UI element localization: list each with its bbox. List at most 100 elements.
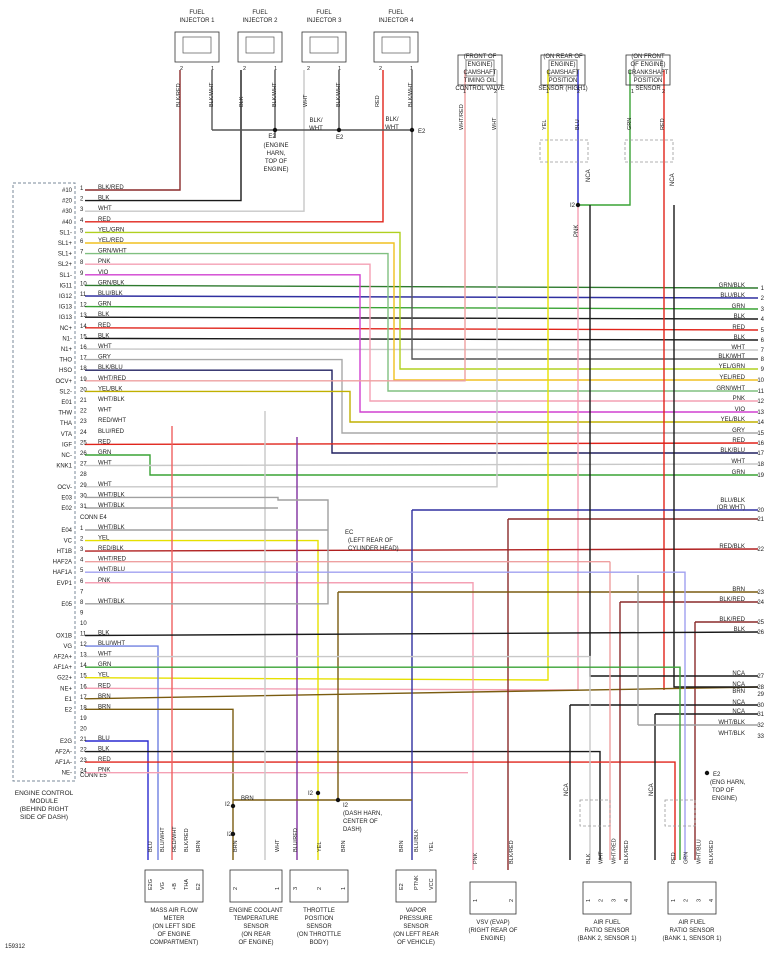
wire-cmp-yel [84,70,549,681]
top-component-label: FUEL [189,10,205,16]
right-label-num: 22 [757,547,764,553]
pin-wire-color: BLU/RED [293,828,299,852]
wire-ox1b [84,631,759,637]
right-label-num: 2 [761,296,765,302]
note-i2-a: I2 [225,802,231,808]
pin-wire-color: YEL [542,120,548,130]
wire-sl1-minus [85,231,758,370]
pin-label: 3 [293,887,299,890]
component-icon [381,36,411,54]
wire-vc [85,539,319,860]
right-label-wire: BLU/BLK [720,498,745,504]
ecm-e5-wire-color: BLU/WHT [98,641,125,647]
bottom-components-layer: E2GBLUVGBLU/WHT+BRED/WHTTHABLK/REDE2BRNM… [144,826,722,946]
ecm-e4-pin-num: 24 [80,430,87,436]
pin-wire-color: BLK [586,853,592,864]
right-label-wire: PNK [733,396,745,402]
pin-wire-color: WHT [599,851,605,864]
ecm-e4-pin-name: N1- [62,336,72,342]
pin-label: PTNK [414,875,420,890]
bottom-component-label: (ON REAR [241,932,271,938]
pin-wire-color: BLK/RED [509,840,515,864]
ecm-e4-pin-num: 22 [80,409,87,415]
pin-label: 4 [624,899,630,902]
bottom-component-label: SENSOR [243,924,269,930]
ecm-e4-pin-num: 31 [80,504,87,510]
component-box [237,31,283,63]
pin-label: 1 [341,887,347,890]
pin-number: 2 [577,89,580,95]
ecm-e4-pin-name: SL2+ [58,262,73,268]
note-nca-b: NCA [649,783,655,796]
top-component-label: FUEL [388,10,404,16]
note-nca-2: NCA [670,173,676,186]
right-label-num: 3 [761,307,765,313]
component-box [301,31,347,63]
ecm-e5-wire-color: WHT/RED [98,557,127,563]
ecm-e4-pin-name: NC- [61,453,72,459]
top-component-label: INJECTOR 3 [307,18,343,24]
wire-haf1a [85,571,686,860]
ecm-e5-pin-num: 3 [80,547,84,553]
top-component-label: CAMSHAFT [464,70,497,76]
bottom-component-label: BODY) [309,940,328,946]
shield-connector [664,799,696,827]
component-box [625,54,671,86]
pin-number: 2 [307,66,310,72]
wire-evp1 [85,582,474,870]
ecm-e4-pin-num: 8 [80,260,84,266]
top-component-label: INJECTOR 1 [180,18,216,24]
ecm-e5-pin-name: HT1B [57,549,72,555]
ecm-e4-wire-color: WHT/BLK [98,397,125,403]
wire-harness-right [84,316,759,320]
ecm-e4-pin-num: 20 [80,387,87,393]
pin-wire-color: RED [660,118,666,130]
right-label-wire: GRN [732,304,745,310]
ecm-e4-wire-color: GRN/BLK [98,280,124,286]
ecm-e5-pin-num: 20 [80,726,87,732]
right-label-wire: VIO [735,407,746,413]
note-e2-engine-1: E2 [268,134,276,140]
pin-label: 3 [696,899,702,902]
ecm-e5-pin-name: AF2A- [55,750,72,756]
ecm-e4-wire-color: BLK [98,196,109,202]
bottom-component-label: SENSOR [403,924,429,930]
right-label-num: 5 [761,328,765,334]
bottom-component-label: OF VEHICLE) [397,940,435,946]
wire-harness-right [84,337,759,341]
ecm-e5-wire-color: BLK [98,631,109,637]
ecm-e5-pin-num: 14 [80,663,87,669]
ecm-e4-pin-name: IG12 [59,294,73,300]
ecm-e5-pin-num: 7 [80,589,84,595]
ecm-e4-pin-num: 17 [80,356,87,362]
right-label-num: 1 [761,286,765,292]
ecm-e5-wire-color: YEL [98,673,110,679]
note-i2-b: I2 [308,791,314,797]
wire-igf [84,442,759,446]
ecm-e5-wire-color: BRN [98,694,111,700]
conn-e5-label: CONN E5 [80,773,107,779]
right-label-num: 6 [761,338,765,344]
pin-label: +B [172,883,178,890]
top-component-label: CONTROL VALVE [455,86,504,92]
right-label-wire: BLK [734,335,745,341]
pin-number: 1 [211,66,214,72]
ecm-e4-wire-color: BLU/RED [98,429,125,435]
right-label-num: 32 [757,723,764,729]
right-label-wire: YEL/GRN [719,364,745,370]
pin-label: 1 [275,887,281,890]
ecm-e4-wire-color: WHT [98,206,112,212]
splice-point [230,803,236,809]
ecm-e4-wire-color: RED [98,323,111,329]
ecm-e5-pin-num: 17 [80,695,87,701]
pin-number: 1 [338,66,341,72]
right-label-num: 21 [757,517,764,523]
ecm-e5-wire-color: GRN [98,662,111,668]
ecm-e4-pin-name: KNK1 [56,464,72,470]
right-label-num: 12 [757,399,764,405]
pin-wire-color: BLK/WHT [408,82,414,107]
pin-wire-color: BLK/RED [184,828,190,852]
ecm-e4-pin-name: SL1- [59,273,72,279]
right-label-wire: BLK [734,627,745,633]
ecm-e4-pin-num: 25 [80,440,87,446]
